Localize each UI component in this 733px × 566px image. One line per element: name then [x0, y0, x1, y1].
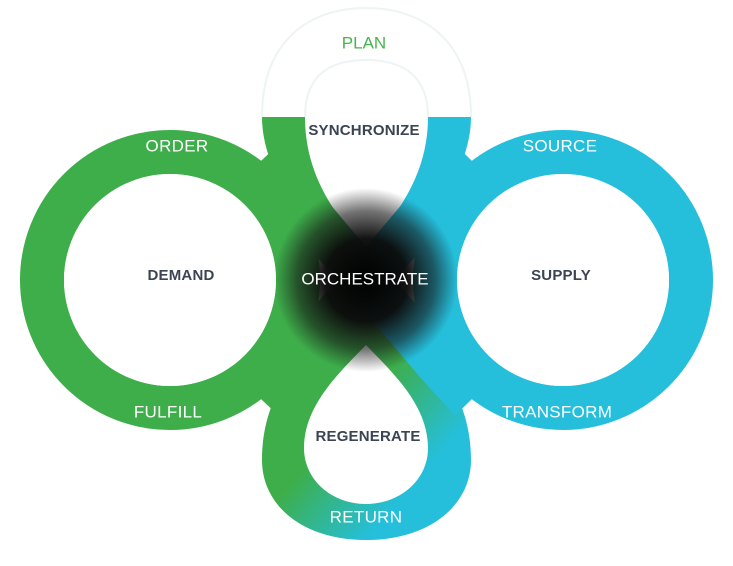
fulfill-label: FULFILL — [134, 402, 202, 421]
supply-label: SUPPLY — [531, 267, 591, 284]
orchestrate-hub — [274, 188, 458, 372]
synchronize-label: SYNCHRONIZE — [308, 122, 419, 139]
orchestrate-label: ORCHESTRATE — [301, 269, 428, 288]
regenerate-label: REGENERATE — [315, 428, 420, 445]
source-label: SOURCE — [523, 136, 598, 155]
supply-hole — [457, 174, 669, 386]
order-label: ORDER — [146, 136, 209, 155]
return-label: RETURN — [330, 507, 403, 526]
transform-label: TRANSFORM — [502, 402, 612, 421]
plan-label: PLAN — [342, 33, 386, 52]
demand-hole — [64, 174, 276, 386]
demand-label: DEMAND — [147, 267, 214, 284]
